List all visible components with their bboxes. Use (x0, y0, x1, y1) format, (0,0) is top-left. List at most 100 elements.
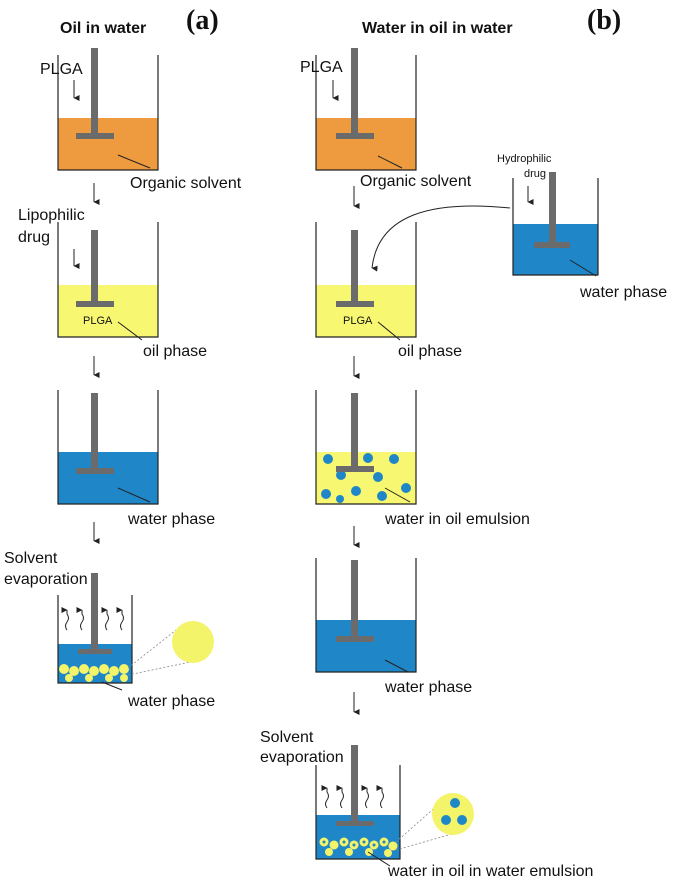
vapor-arrow (76, 607, 84, 631)
inner-droplet (372, 843, 376, 847)
beaker-outline (315, 765, 401, 860)
particle (69, 666, 79, 676)
organic-solvent-liquid (58, 118, 158, 170)
solvent-label-b: Solvent (260, 729, 314, 746)
oil-leader-b (377, 321, 401, 341)
inner-droplet (362, 840, 366, 844)
vapor-arrow (101, 607, 109, 631)
beaker-outline (57, 390, 159, 505)
vapor-arrow (361, 785, 369, 809)
w-o-w-leader-b (367, 851, 391, 867)
zoom-guide (127, 629, 177, 669)
droplet (323, 454, 333, 464)
transfer-arrow-b (371, 205, 511, 272)
plga-inner-label-b: PLGA (343, 315, 373, 327)
particle (65, 674, 73, 682)
plga-inner-label-a: PLGA (83, 315, 113, 327)
organic-leader-a (117, 154, 151, 169)
panel-a-title: Oil in water (60, 20, 146, 37)
water-phase-liquid (316, 620, 416, 672)
lipophilic-label-a: Lipophilic (18, 207, 85, 224)
beaker-outline (57, 595, 133, 684)
stirrer-shaft (351, 48, 358, 136)
beaker-b-organic (315, 48, 417, 171)
vapor-arrow (321, 785, 329, 809)
beaker-b-w-o-emulsion (315, 390, 417, 505)
droplet (336, 495, 344, 503)
droplet (401, 483, 411, 493)
water-leader-a2 (101, 681, 123, 691)
plga-label-a: PLGA (40, 61, 83, 78)
stirrer-shaft (549, 172, 556, 246)
water-phase-label-a1: water phase (127, 511, 215, 528)
particle (109, 666, 119, 676)
beaker-b-water (315, 558, 417, 673)
zoom-guide (395, 833, 453, 851)
lipophilic-drug-label-a: drug (18, 229, 50, 246)
oil-phase-liquid (316, 285, 416, 337)
beaker-a-oil (57, 222, 159, 338)
inner-droplet (382, 840, 386, 844)
beaker-outline (315, 390, 417, 505)
inner-droplet (322, 840, 326, 844)
vapor-arrow (376, 785, 384, 809)
stirrer-blade (78, 649, 112, 654)
plga-label-b: PLGA (300, 59, 343, 76)
droplet (351, 486, 361, 496)
organic-solvent-label-b: Organic solvent (360, 173, 472, 190)
particle (384, 849, 392, 857)
inner-droplet (441, 815, 451, 825)
droplet (389, 454, 399, 464)
droplet (377, 491, 387, 501)
inner-droplet (342, 840, 346, 844)
evaporation-arrows (61, 607, 124, 631)
beaker-outline (57, 55, 159, 171)
hydrophilic-drug-label-b: drug (524, 168, 546, 180)
organic-leader-b (377, 155, 403, 169)
hydrophilic-label-b: Hydrophilic (497, 153, 552, 165)
inner-droplet (352, 843, 356, 847)
particle (99, 664, 109, 674)
w-o-leader-b (384, 487, 411, 503)
stirrer-blade (76, 133, 114, 139)
particle (59, 664, 69, 674)
water-phase-label-a2: water phase (127, 693, 215, 710)
panel-b-label: (b) (587, 5, 621, 36)
stirrer-shaft (351, 393, 358, 469)
vapor-arrow (61, 607, 69, 631)
stirrer-shaft (351, 745, 358, 824)
beaker-a-evaporation (57, 573, 133, 684)
particle (89, 666, 99, 676)
evaporation-arrows (321, 785, 384, 809)
organic-solvent-label-a: Organic solvent (130, 175, 242, 192)
w-o-w-emulsion-label-b: water in oil in water emulsion (387, 863, 593, 880)
beaker-b-oil (315, 222, 417, 338)
beaker-outline (315, 55, 417, 171)
particle (329, 840, 339, 850)
particle (119, 664, 129, 674)
beaker-b-evaporation (315, 745, 401, 860)
water-leader-a1 (117, 487, 151, 503)
stirrer-shaft (91, 573, 98, 651)
oil-phase-label-a: oil phase (143, 343, 207, 360)
stirrer-shaft (351, 560, 358, 641)
w-o-emulsion-label-b: water in oil emulsion (384, 511, 530, 528)
stirrer-blade (336, 301, 374, 307)
particle (85, 674, 93, 682)
droplet (336, 470, 346, 480)
beaker-outline (315, 558, 417, 673)
nanoparticles (59, 664, 129, 682)
stirrer-shaft (91, 48, 98, 136)
stirrer-blade (76, 468, 114, 474)
vapor-arrow (116, 607, 124, 631)
particle (345, 848, 353, 856)
stirrer-blade (76, 301, 114, 307)
zoom-guide (127, 659, 201, 676)
beaker-outline (57, 222, 159, 338)
panel-b-title: Water in oil in water (362, 20, 513, 37)
particle (79, 664, 89, 674)
water-leader-b-side (569, 259, 597, 277)
organic-solvent-liquid (316, 118, 416, 170)
panel-a-label: (a) (186, 5, 219, 36)
oil-phase-label-b: oil phase (398, 343, 462, 360)
